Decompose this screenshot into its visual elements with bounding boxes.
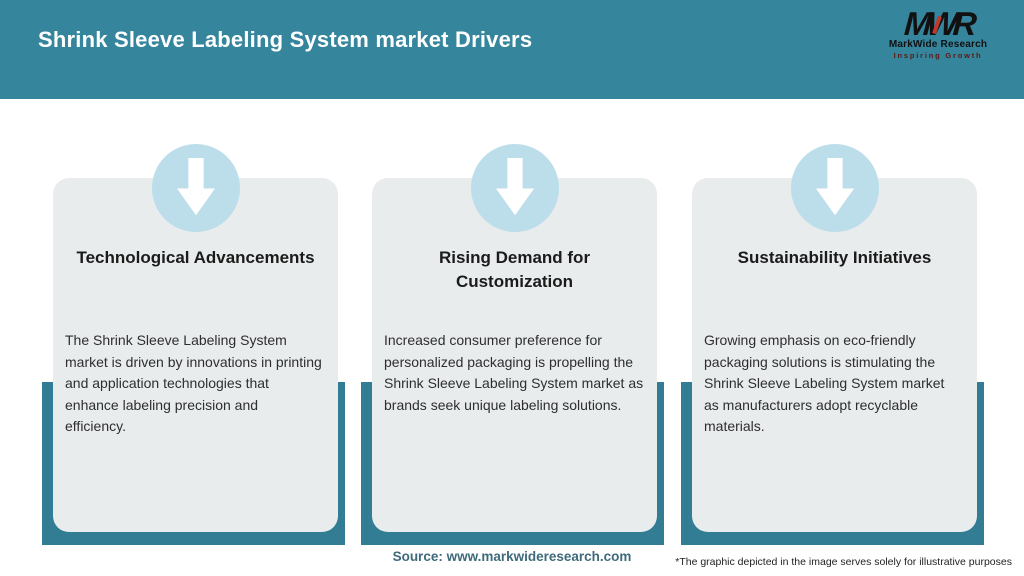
disclaimer-note: *The graphic depicted in the image serve… (675, 556, 1012, 568)
arrow-down-icon (470, 144, 559, 232)
arrow-down-icon (151, 144, 240, 232)
driver-card-sustainability-initiatives: Sustainability Initiatives Growing empha… (692, 144, 977, 532)
card-title: Technological Advancements (76, 248, 315, 267)
card-body-text: Increased consumer preference for person… (384, 332, 644, 413)
card-title: Rising Demand for Customization (438, 248, 591, 291)
driver-card-rising-demand-for-customization: Rising Demand for Customization Increase… (372, 144, 657, 532)
driver-card-technological-advancements: Technological Advancements The Shrink Sl… (53, 144, 338, 532)
source-attribution: Source: www.markwideresearch.com (392, 549, 632, 564)
header-bar: Shrink Sleeve Labeling System market Dri… (0, 0, 1024, 99)
card-body-text: Growing emphasis on eco-friendly packagi… (704, 332, 945, 434)
logo-tagline: Inspiring Growth (893, 51, 983, 60)
arrow-down-icon (790, 144, 879, 232)
page-title: Shrink Sleeve Labeling System market Dri… (38, 27, 533, 52)
card-title: Sustainability Initiatives (737, 248, 932, 267)
card-body-text: The Shrink Sleeve Labeling System market… (65, 332, 322, 434)
logo-company-name: MarkWide Research (888, 39, 988, 50)
markwide-research-logo: MWR MarkWide Research Inspiring Growth (878, 5, 998, 60)
